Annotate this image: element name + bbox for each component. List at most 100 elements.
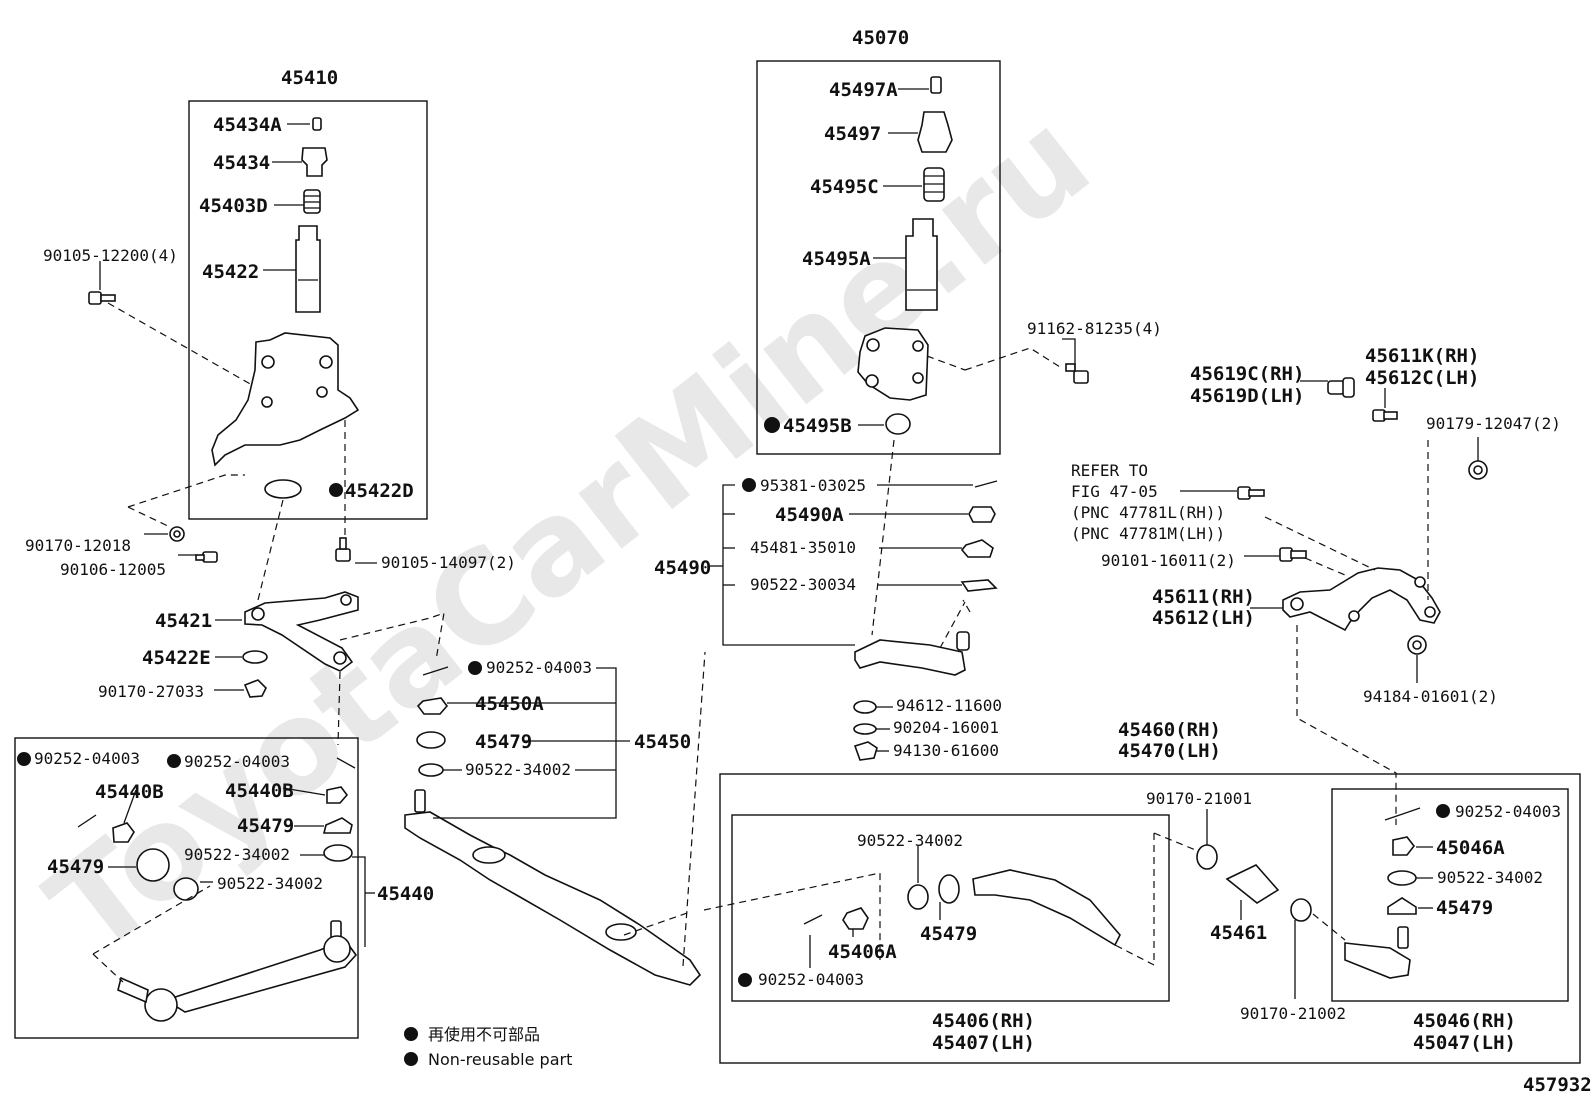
label-45440: 45440 bbox=[377, 883, 434, 905]
label-90105-12200: 90105-12200(4) bbox=[43, 246, 178, 265]
label-refer-3: (PNC 47781L(RH)) bbox=[1071, 503, 1225, 522]
label-45406a: 45406A bbox=[828, 941, 897, 963]
label-45403d: 45403D bbox=[199, 195, 268, 217]
part-45434 bbox=[301, 147, 328, 177]
label-45460: 45460(RH) bbox=[1118, 719, 1221, 741]
label-45421: 45421 bbox=[155, 610, 212, 632]
label-45422e: 45422E bbox=[142, 647, 211, 669]
label-45479-a: 45479 bbox=[47, 856, 104, 878]
non-reusable-dot bbox=[742, 478, 756, 492]
label-90170-27033: 90170-27033 bbox=[98, 682, 204, 701]
label-90105-14097: 90105-14097(2) bbox=[381, 553, 516, 572]
non-reusable-dot bbox=[738, 973, 752, 987]
label-91162: 91162-81235(4) bbox=[1027, 319, 1162, 338]
label-45479-b: 45479 bbox=[237, 815, 294, 837]
non-reusable-dot bbox=[764, 417, 780, 433]
non-reusable-dot bbox=[167, 754, 181, 768]
relay-rod bbox=[404, 789, 702, 986]
label-refer-4: (PNC 47781M(LH)) bbox=[1071, 524, 1225, 543]
bolt-90101 bbox=[1279, 547, 1307, 562]
label-45407: 45407(LH) bbox=[932, 1032, 1035, 1054]
label-94130: 94130-61600 bbox=[893, 741, 999, 760]
label-90522-30034: 90522-30034 bbox=[750, 575, 856, 594]
bolt-90105-12200 bbox=[88, 291, 116, 305]
label-45406: 45406(RH) bbox=[932, 1010, 1035, 1032]
legend-dot-en bbox=[404, 1052, 418, 1066]
leader-lines bbox=[99, 88, 1479, 999]
label-45440b-b: 45440B bbox=[225, 780, 294, 802]
label-45470: 45470(LH) bbox=[1118, 740, 1221, 762]
legend-japanese: 再使用不可部品 bbox=[428, 1025, 540, 1044]
label-45497a: 45497A bbox=[829, 79, 898, 101]
label-90106-12005: 90106-12005 bbox=[60, 560, 166, 579]
label-45440b-a: 45440B bbox=[95, 781, 164, 803]
callout-labels: 45410 45434A 45434 45403D 45422 90105-12… bbox=[25, 27, 1561, 1054]
label-45490: 45490 bbox=[654, 557, 711, 579]
bolt-45611k bbox=[1372, 409, 1398, 422]
part-45422 bbox=[295, 225, 321, 313]
nut-90179 bbox=[1468, 460, 1488, 480]
label-90522-e: 90522-34002 bbox=[1437, 868, 1543, 887]
bracket-body bbox=[211, 332, 360, 467]
bolt-refer bbox=[1237, 486, 1265, 500]
label-45479-e: 45479 bbox=[1436, 897, 1493, 919]
pitman-arm-group bbox=[742, 478, 998, 761]
box-45406 bbox=[731, 814, 1170, 1002]
label-95381: 95381-03025 bbox=[760, 476, 866, 495]
adjusting-sleeve-group bbox=[1196, 844, 1312, 922]
tie-rod-end-45046-group bbox=[1344, 804, 1450, 979]
label-45612: 45612(LH) bbox=[1152, 607, 1255, 629]
pitman-stud-group bbox=[764, 76, 953, 435]
label-90170-21001: 90170-21001 bbox=[1146, 789, 1252, 808]
label-45450a: 45450A bbox=[475, 693, 544, 715]
label-94612: 94612-11600 bbox=[896, 696, 1002, 715]
label-45047: 45047(LH) bbox=[1413, 1032, 1516, 1054]
box-45046 bbox=[1331, 788, 1569, 1002]
label-90170-12018: 90170-12018 bbox=[25, 536, 131, 555]
label-94184: 94184-01601(2) bbox=[1363, 687, 1498, 706]
label-90522-b: 90522-34002 bbox=[217, 874, 323, 893]
label-90101: 90101-16011(2) bbox=[1101, 551, 1236, 570]
tie-rod-end-45406-group bbox=[738, 869, 1121, 987]
label-90179: 90179-12047(2) bbox=[1426, 414, 1561, 433]
plug-45619c bbox=[1327, 377, 1355, 398]
label-45479-c: 45479 bbox=[475, 731, 532, 753]
box-45070 bbox=[756, 60, 1001, 455]
tie-rod-45440-group bbox=[17, 752, 358, 1022]
non-reusable-dot bbox=[1436, 804, 1450, 818]
label-45479-d: 45479 bbox=[920, 923, 977, 945]
label-45461: 45461 bbox=[1210, 922, 1267, 944]
label-45434: 45434 bbox=[213, 152, 270, 174]
label-45497: 45497 bbox=[824, 123, 881, 145]
figure-number: 457932 bbox=[1523, 1074, 1592, 1096]
label-45619c: 45619C(RH) bbox=[1190, 363, 1304, 385]
nut-90170-12018 bbox=[169, 526, 185, 542]
label-45422: 45422 bbox=[202, 261, 259, 283]
label-90252-c: 90252-04003 bbox=[486, 658, 592, 677]
box-45410 bbox=[188, 100, 428, 520]
bolt-90105-14097 bbox=[335, 537, 351, 562]
label-90522-c: 90522-34002 bbox=[465, 760, 571, 779]
legend-dot-jp bbox=[404, 1027, 418, 1041]
idler-arm-45421 bbox=[242, 591, 359, 698]
non-reusable-dot bbox=[468, 661, 482, 675]
label-90252-d: 90252-04003 bbox=[758, 970, 864, 989]
box-45460 bbox=[719, 773, 1581, 1064]
label-90170-21002: 90170-21002 bbox=[1240, 1004, 1346, 1023]
label-90252-b: 90252-04003 bbox=[184, 752, 290, 771]
legend-english: Non-reusable part bbox=[428, 1050, 572, 1069]
label-45490a: 45490A bbox=[775, 504, 844, 526]
nut-94184 bbox=[1407, 635, 1427, 655]
tie-rod-end-45450-group bbox=[416, 661, 482, 777]
part-45422d-seal bbox=[264, 479, 302, 499]
label-45611: 45611(RH) bbox=[1152, 586, 1255, 608]
label-45495b: 45495B bbox=[783, 415, 852, 437]
label-90252-a: 90252-04003 bbox=[34, 749, 140, 768]
label-45619d: 45619D(LH) bbox=[1190, 385, 1304, 407]
label-refer-2: FIG 47-05 bbox=[1071, 482, 1158, 501]
idler-arm-bracket-group bbox=[211, 117, 360, 499]
label-45495a: 45495A bbox=[802, 248, 871, 270]
label-45046a: 45046A bbox=[1436, 837, 1505, 859]
